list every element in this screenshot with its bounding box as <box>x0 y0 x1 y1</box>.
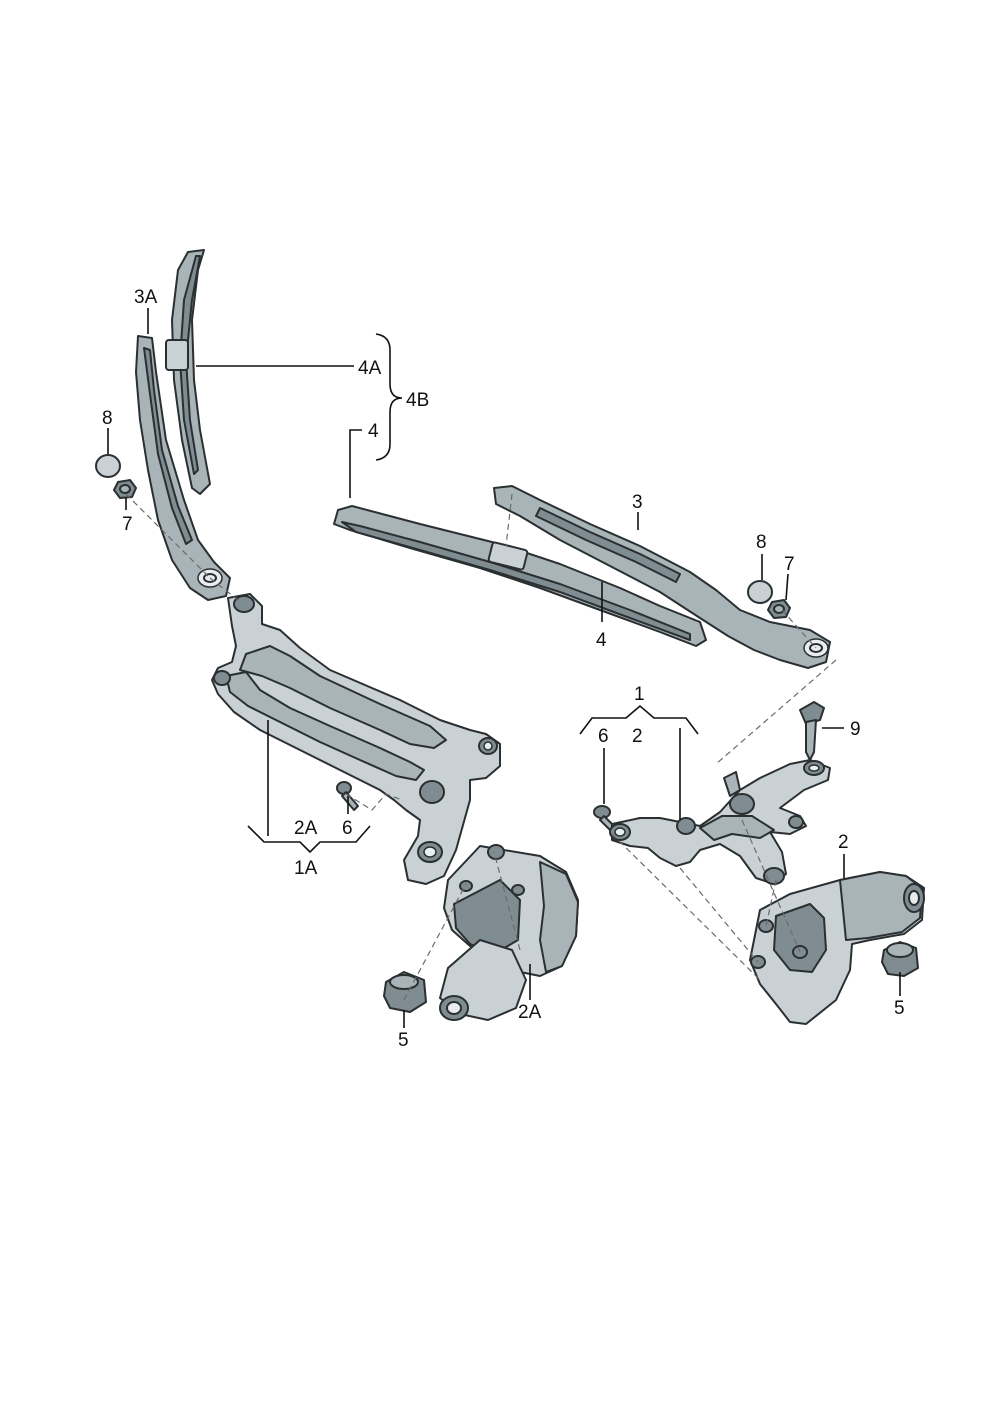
wiper-arm-left-3A <box>135 335 231 601</box>
wiper-linkage-left-1A <box>211 593 501 885</box>
callout-5-left: 5 <box>398 1030 409 1051</box>
screw-9 <box>799 701 825 761</box>
callout-5-right: 5 <box>894 998 905 1019</box>
screw-left-6 <box>336 781 359 811</box>
assembly-lines <box>125 493 837 1001</box>
callout-9: 9 <box>850 719 861 740</box>
callout-1A: 1A <box>294 858 318 879</box>
cap-right-8 <box>747 580 773 604</box>
grommet-right-5 <box>881 941 919 977</box>
wiper-motor-left-2A <box>439 844 579 1021</box>
wiper-motor-2 <box>749 871 925 1025</box>
callout-2A-motor: 2A <box>518 1002 542 1023</box>
callout-4-top: 4 <box>368 421 379 442</box>
callout-labels: 3A 4A 4B 4 8 7 3 8 7 4 1 6 2 9 2 5 2A 6 … <box>102 287 905 1051</box>
callout-3A: 3A <box>134 287 158 308</box>
callout-8-left: 8 <box>102 408 113 429</box>
callout-6-right: 6 <box>598 726 609 747</box>
wiper-blade-left-4A <box>165 249 211 495</box>
callout-2-bracket: 2 <box>632 726 643 747</box>
wiper-linkage-right-1 <box>609 759 831 885</box>
callout-6-left: 6 <box>342 818 353 839</box>
callout-8-right: 8 <box>756 532 767 553</box>
callout-2A-left: 2A <box>294 818 318 839</box>
callout-3: 3 <box>632 492 643 513</box>
callout-1: 1 <box>634 684 645 705</box>
callout-7-right: 7 <box>784 554 795 575</box>
leader-lines <box>107 308 901 1028</box>
callout-4A: 4A <box>358 358 382 379</box>
grommet-left-5 <box>383 971 427 1013</box>
wiper-blade-4 <box>333 505 707 647</box>
nut-left-7 <box>113 479 137 499</box>
nut-right-7 <box>767 599 791 619</box>
callout-2-motor: 2 <box>838 832 849 853</box>
callout-4-blade: 4 <box>596 630 607 651</box>
wiper-arm-3 <box>493 485 831 669</box>
callout-7-left: 7 <box>122 514 133 535</box>
callout-4B: 4B <box>406 390 429 411</box>
cap-left-8 <box>95 454 121 478</box>
